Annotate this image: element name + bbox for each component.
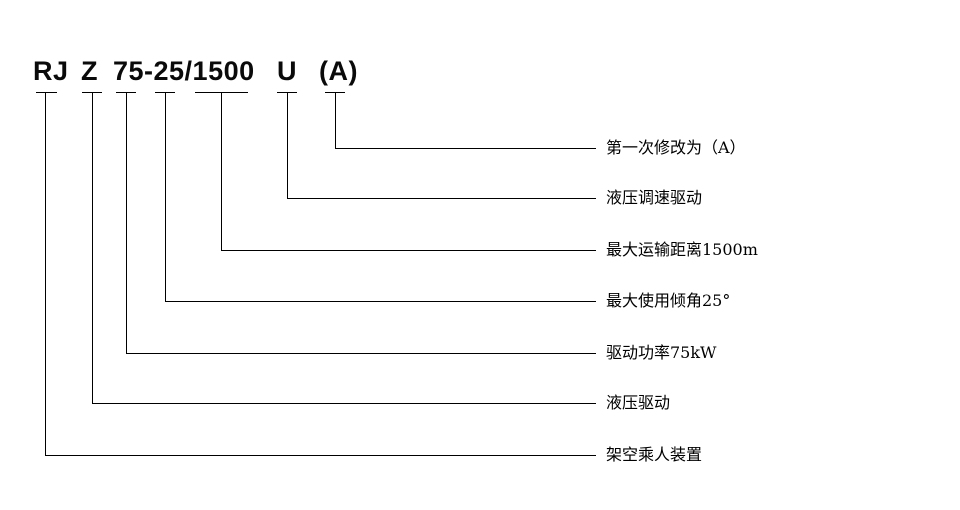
connector-horizontal-z <box>92 403 596 404</box>
label-first-revision: 第一次修改为（A） <box>606 138 746 157</box>
label-hydraulic-drive: 液压驱动 <box>606 393 671 412</box>
connector-horizontal-a <box>335 148 596 149</box>
label-max-transport-distance: 最大运输距离1500m <box>606 240 758 259</box>
connector-horizontal-1500 <box>221 250 596 251</box>
tick-rj <box>36 92 57 93</box>
label-max-inclination-angle: 最大使用倾角25° <box>606 291 731 310</box>
connector-vertical-75 <box>126 92 127 354</box>
label-hydraulic-speed-drive: 液压调速驱动 <box>606 188 703 207</box>
connector-horizontal-25 <box>165 301 596 302</box>
code-segment-rj: RJ <box>33 56 69 86</box>
code-segment-u: U <box>277 56 297 86</box>
connector-vertical-1500 <box>221 92 222 251</box>
label-overhead-man-riding-device: 架空乘人装置 <box>606 445 703 464</box>
connector-horizontal-u <box>287 198 596 199</box>
connector-vertical-a <box>335 92 336 149</box>
connector-horizontal-75 <box>126 353 596 354</box>
connector-horizontal-rj <box>45 455 596 456</box>
code-segment-z: Z <box>81 56 98 86</box>
code-segment-a: (A) <box>319 56 358 86</box>
connector-vertical-25 <box>165 92 166 302</box>
connector-vertical-u <box>287 92 288 199</box>
label-drive-power: 驱动功率75kW <box>606 343 717 362</box>
connector-vertical-z <box>92 92 93 404</box>
code-segment-75-25-1500: 75-25/1500 <box>113 56 255 86</box>
connector-vertical-rj <box>45 92 46 456</box>
